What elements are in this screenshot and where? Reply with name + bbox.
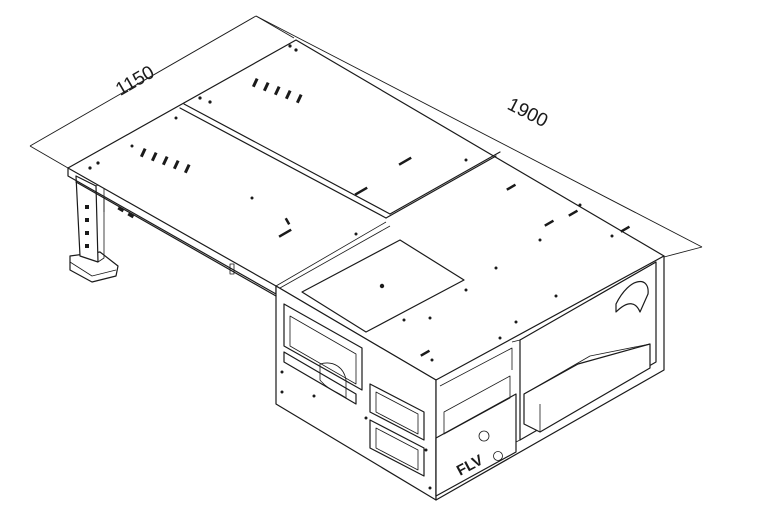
drawer-front [435, 393, 517, 497]
top-platform [67, 39, 665, 381]
drawer-box: FLV [275, 255, 665, 501]
width-dimension-label: 1150 [112, 62, 158, 101]
side-rail [75, 181, 277, 297]
length-dimension-label: 1900 [504, 94, 551, 132]
brand-logo-icon [493, 451, 503, 461]
vent-slots-panel-1 [139, 147, 191, 174]
vent-slots-panel-2 [251, 77, 303, 104]
